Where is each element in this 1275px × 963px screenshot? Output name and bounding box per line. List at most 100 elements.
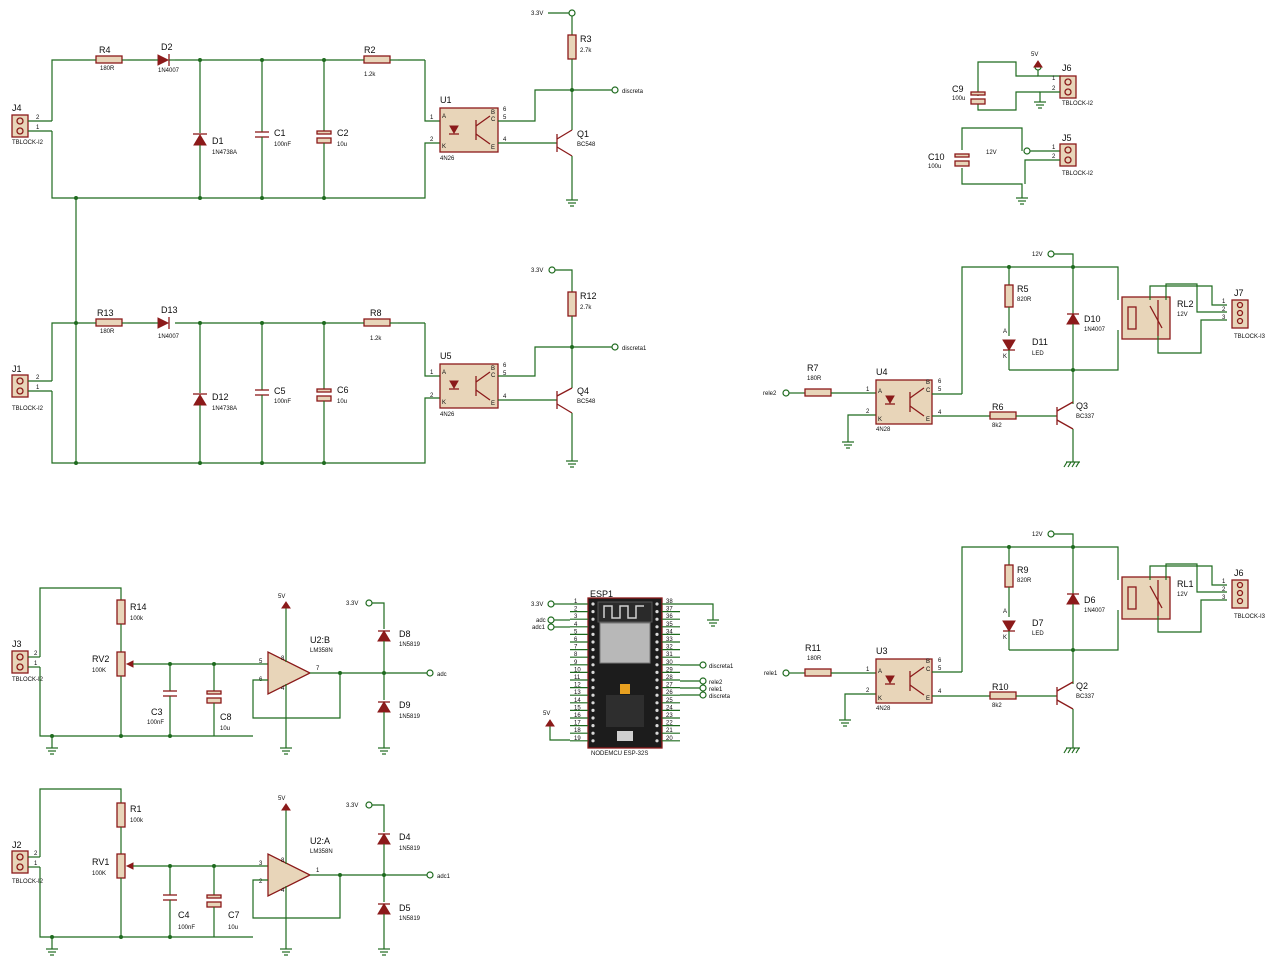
svg-text:K: K bbox=[442, 400, 446, 406]
svg-text:R5: R5 bbox=[1017, 284, 1029, 294]
svg-text:TBLOCK-I3: TBLOCK-I3 bbox=[1234, 614, 1266, 620]
svg-text:B: B bbox=[491, 366, 495, 372]
svg-text:Q4: Q4 bbox=[577, 386, 589, 396]
svg-text:RL1: RL1 bbox=[1177, 579, 1194, 589]
svg-text:820R: 820R bbox=[1017, 578, 1032, 584]
svg-text:6: 6 bbox=[503, 363, 507, 369]
terminal-j2 bbox=[11, 850, 29, 874]
esp-pin-left-label: 3 bbox=[574, 614, 578, 620]
svg-text:3.3V: 3.3V bbox=[346, 601, 358, 607]
svg-text:1N4007: 1N4007 bbox=[1084, 327, 1106, 333]
zener-d1 bbox=[193, 134, 207, 146]
svg-text:4: 4 bbox=[938, 410, 942, 416]
svg-text:discreta: discreta bbox=[709, 694, 731, 700]
svg-text:2: 2 bbox=[1052, 154, 1056, 160]
terminal-j4 bbox=[11, 114, 29, 138]
svg-text:R4: R4 bbox=[99, 45, 111, 55]
svg-text:12V: 12V bbox=[1032, 252, 1043, 258]
esp-pin-right-label: 37 bbox=[666, 607, 673, 613]
svg-text:4: 4 bbox=[503, 137, 507, 143]
esp-pin-right-label: 20 bbox=[666, 736, 673, 742]
svg-text:5V: 5V bbox=[278, 796, 285, 802]
diode-d6 bbox=[1066, 593, 1080, 605]
esp-pin-left-pad bbox=[591, 670, 595, 675]
svg-text:D1: D1 bbox=[212, 136, 224, 146]
terminal-j1 bbox=[11, 374, 29, 398]
esp32-module: ESP1 NODEMCU ESP-32S bbox=[587, 589, 663, 757]
block-analog-1: 2 1 J3 TBLOCK-I2 R14 100k RV2 100K C3 10… bbox=[11, 587, 447, 755]
svg-text:4: 4 bbox=[281, 686, 285, 692]
svg-text:1: 1 bbox=[430, 370, 434, 376]
svg-text:3: 3 bbox=[1222, 315, 1226, 321]
svg-text:J3: J3 bbox=[12, 639, 22, 649]
esp-pin-left-label: 13 bbox=[574, 690, 581, 696]
resistor-r14 bbox=[116, 599, 126, 625]
esp-pin-left-pad bbox=[591, 610, 595, 614]
svg-text:2: 2 bbox=[259, 879, 263, 885]
svg-text:A: A bbox=[1003, 329, 1007, 335]
esp-pin-left-label: 8 bbox=[574, 652, 578, 658]
capacitor-c7 bbox=[206, 894, 222, 899]
svg-text:2: 2 bbox=[36, 115, 40, 121]
svg-text:5: 5 bbox=[938, 666, 942, 672]
svg-text:180R: 180R bbox=[807, 656, 822, 662]
svg-text:3: 3 bbox=[259, 861, 263, 867]
svg-text:1: 1 bbox=[1052, 145, 1056, 151]
svg-text:2: 2 bbox=[866, 688, 870, 694]
esp-pin-left-label: 15 bbox=[574, 705, 581, 711]
svg-text:RV2: RV2 bbox=[92, 654, 109, 664]
diode-d8 bbox=[377, 630, 391, 642]
resistor-r2 bbox=[363, 55, 391, 64]
diode-d9 bbox=[377, 701, 391, 713]
svg-text:180R: 180R bbox=[100, 329, 115, 335]
svg-text:TBLOCK-I2: TBLOCK-I2 bbox=[12, 140, 44, 146]
svg-text:2: 2 bbox=[430, 137, 434, 143]
potentiometer-rv2 bbox=[116, 651, 126, 677]
esp-pin-left-pad bbox=[591, 663, 595, 667]
esp-pin-right-label: 36 bbox=[666, 614, 673, 620]
svg-text:2: 2 bbox=[1222, 307, 1226, 313]
svg-text:3: 3 bbox=[1222, 595, 1226, 601]
esp-pin-left-pad bbox=[591, 625, 595, 629]
esp-pin-right-pad bbox=[655, 640, 659, 644]
svg-text:RL2: RL2 bbox=[1177, 299, 1194, 309]
svg-text:C1: C1 bbox=[274, 128, 286, 138]
svg-text:2: 2 bbox=[34, 651, 38, 657]
diode-d4 bbox=[377, 833, 391, 845]
resistor-r13 bbox=[95, 318, 123, 327]
svg-text:4N28: 4N28 bbox=[876, 427, 891, 433]
esp-pin-left-label: 5 bbox=[574, 629, 578, 635]
esp-pin-right-pad bbox=[655, 670, 659, 675]
esp-pin-right-pad bbox=[655, 678, 659, 682]
svg-text:R6: R6 bbox=[992, 402, 1004, 412]
esp-pin-right-label: 34 bbox=[666, 629, 673, 635]
svg-text:U2:A: U2:A bbox=[310, 836, 330, 846]
svg-text:2: 2 bbox=[36, 375, 40, 381]
esp-pin-right-pad bbox=[655, 701, 659, 705]
svg-text:rele2: rele2 bbox=[709, 680, 723, 686]
esp-pin-left-label: 6 bbox=[574, 637, 578, 643]
svg-text:J6: J6 bbox=[1062, 63, 1072, 73]
esp-pin-left-label: 14 bbox=[574, 698, 581, 704]
capacitor-c2 bbox=[316, 130, 332, 135]
svg-text:1N4007: 1N4007 bbox=[158, 334, 180, 340]
esp-pin-left-pad bbox=[591, 693, 595, 697]
svg-text:4N26: 4N26 bbox=[440, 412, 455, 418]
esp-pin-left-label: 9 bbox=[574, 660, 578, 666]
esp-pin-left-label: 18 bbox=[574, 728, 581, 734]
svg-text:5: 5 bbox=[503, 115, 507, 121]
esp-pin-left-pad bbox=[591, 632, 595, 637]
resistor-r6 bbox=[989, 411, 1017, 420]
svg-text:K: K bbox=[1003, 635, 1007, 641]
svg-text:D11: D11 bbox=[1032, 337, 1048, 347]
potentiometer-rv1 bbox=[116, 853, 126, 879]
capacitor-c6 bbox=[316, 388, 332, 393]
svg-text:TBLOCK-I3: TBLOCK-I3 bbox=[1234, 334, 1266, 340]
svg-text:C8: C8 bbox=[220, 712, 232, 722]
esp-pin-right-label: 21 bbox=[666, 728, 673, 734]
svg-text:8: 8 bbox=[281, 656, 285, 662]
diode-d5 bbox=[377, 903, 391, 915]
optocoupler-u1 bbox=[439, 107, 499, 153]
esp-pin-left-pad bbox=[591, 648, 595, 652]
